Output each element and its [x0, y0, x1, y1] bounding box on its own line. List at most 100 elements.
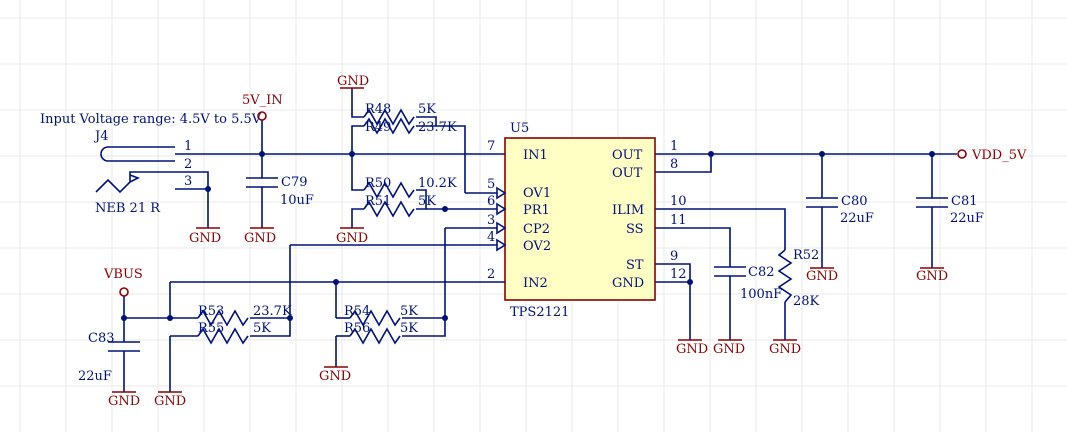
pin-num-8: 8	[670, 157, 678, 172]
pin-num-10: 10	[670, 194, 687, 209]
capacitor-c79	[246, 177, 278, 188]
pin-num-2: 2	[487, 267, 495, 282]
label-vbus: VBUS	[103, 267, 143, 282]
c81-ref: C81	[951, 194, 978, 209]
c83-value: 22uF	[78, 369, 112, 384]
c82-value: 100nF	[740, 287, 782, 302]
r52-ref: R52	[793, 248, 819, 263]
gnd-label-r55: GND	[154, 394, 186, 409]
pin-num-11: 11	[670, 213, 687, 228]
r51-value: 5K	[418, 194, 436, 209]
r56-value: 5K	[400, 321, 418, 336]
c81-value: 22uF	[950, 211, 984, 226]
label-5v-in: 5V_IN	[242, 93, 283, 108]
pin-num-12: 12	[670, 267, 687, 282]
pin-name-st: ST	[626, 258, 644, 273]
r49-ref: R49	[365, 120, 391, 135]
capacitor-c81	[916, 197, 948, 208]
c80-value: 22uF	[840, 211, 874, 226]
resistor-r55	[197, 327, 249, 345]
pin-name-ov1: OV1	[523, 186, 551, 201]
pin-name-in2: IN2	[523, 276, 548, 291]
pin-name-cp2: CP2	[523, 222, 550, 237]
c80-ref: C80	[841, 194, 868, 209]
label-vdd-5v: VDD_5V	[971, 148, 1027, 163]
pin-name-gnd: GND	[612, 276, 644, 291]
u5-part: TPS2121	[510, 305, 569, 320]
u5-ref: U5	[510, 121, 529, 136]
port-5v-in-circle	[257, 111, 267, 121]
r50-value: 10.2K	[418, 176, 457, 191]
resistor-symbols	[197, 108, 793, 345]
pin-name-ilim: ILIM	[612, 203, 644, 218]
r54-value: 5K	[400, 304, 418, 319]
pin-num-3: 3	[487, 213, 495, 228]
pin-num-6: 6	[487, 194, 495, 209]
gnd-label-c81: GND	[916, 269, 948, 284]
capacitor-symbols	[108, 177, 948, 352]
r55-value: 5K	[253, 321, 271, 336]
gnd-label-c82: GND	[713, 342, 745, 357]
gnd-label-r52: GND	[769, 342, 801, 357]
pin-num-7: 7	[487, 139, 495, 154]
r48-value: 5K	[418, 102, 436, 117]
port-vdd-circle	[957, 149, 967, 159]
gnd-label-j4: GND	[189, 231, 221, 246]
ground-symbols	[112, 87, 944, 393]
pin-num-4: 4	[487, 230, 495, 245]
input-voltage-note: Input Voltage range: 4.5V to 5.5V	[40, 112, 262, 127]
wires	[123, 88, 957, 392]
pin-name-out-1: OUT	[612, 148, 643, 163]
pin-name-in1: IN1	[523, 148, 548, 163]
capacitor-c80	[806, 197, 838, 208]
gnd-label-c83: GND	[108, 394, 140, 409]
pin-num-1: 1	[670, 139, 678, 154]
pin-name-ss: SS	[626, 222, 644, 237]
resistor-r48	[363, 108, 415, 126]
c83-ref: C83	[88, 331, 115, 346]
connector-j4: 1 2 3	[95, 139, 192, 194]
j4-pin-2: 2	[184, 157, 192, 172]
r54-ref: R54	[344, 304, 370, 319]
pin-name-pr1: PR1	[523, 203, 550, 218]
resistor-r56	[349, 327, 401, 345]
c79-value: 10uF	[280, 193, 314, 208]
r50-ref: R50	[365, 176, 391, 191]
c79-ref: C79	[281, 175, 308, 190]
resistor-r50	[363, 181, 415, 199]
r55-ref: R55	[198, 321, 224, 336]
gnd-label-c80: GND	[806, 269, 838, 284]
gnd-label-c79: GND	[244, 231, 276, 246]
r53-value: 23.7K	[253, 304, 292, 319]
capacitor-c83	[108, 341, 140, 352]
ic-u5	[490, 137, 656, 301]
designator-labels: Input Voltage range: 4.5V to 5.5V J4 NEB…	[40, 102, 984, 384]
r51-ref: R51	[365, 194, 391, 209]
gnd-label-u5: GND	[676, 342, 708, 357]
gnd-label-r48: GND	[337, 74, 369, 89]
r48-ref: R48	[365, 102, 391, 117]
r56-ref: R56	[344, 321, 370, 336]
gnd-label-r51: GND	[336, 231, 368, 246]
pin-name-out-8: OUT	[612, 166, 643, 181]
pin-num-5: 5	[487, 177, 495, 192]
pin-num-9: 9	[670, 249, 678, 264]
j4-pin-1: 1	[184, 139, 192, 154]
gnd-label-r56: GND	[319, 369, 351, 384]
port-vbus-circle	[119, 287, 129, 297]
j4-ref: J4	[93, 129, 108, 144]
pin-name-ov2: OV2	[523, 239, 551, 254]
resistor-r54	[349, 309, 401, 327]
junctions	[121, 151, 935, 321]
r52-value: 28K	[793, 294, 820, 309]
power-ports: 5V_IN VBUS VDD_5V GND GND GND GND GND GN…	[103, 74, 1027, 409]
capacitor-c82	[714, 266, 746, 277]
r49-value: 23.7K	[418, 120, 457, 135]
resistor-r52	[777, 249, 793, 303]
j4-part: NEB 21 R	[95, 201, 161, 216]
resistor-r53	[197, 309, 249, 327]
j4-pin-3: 3	[184, 174, 192, 189]
c82-ref: C82	[748, 265, 775, 280]
resistor-r51	[363, 200, 415, 218]
